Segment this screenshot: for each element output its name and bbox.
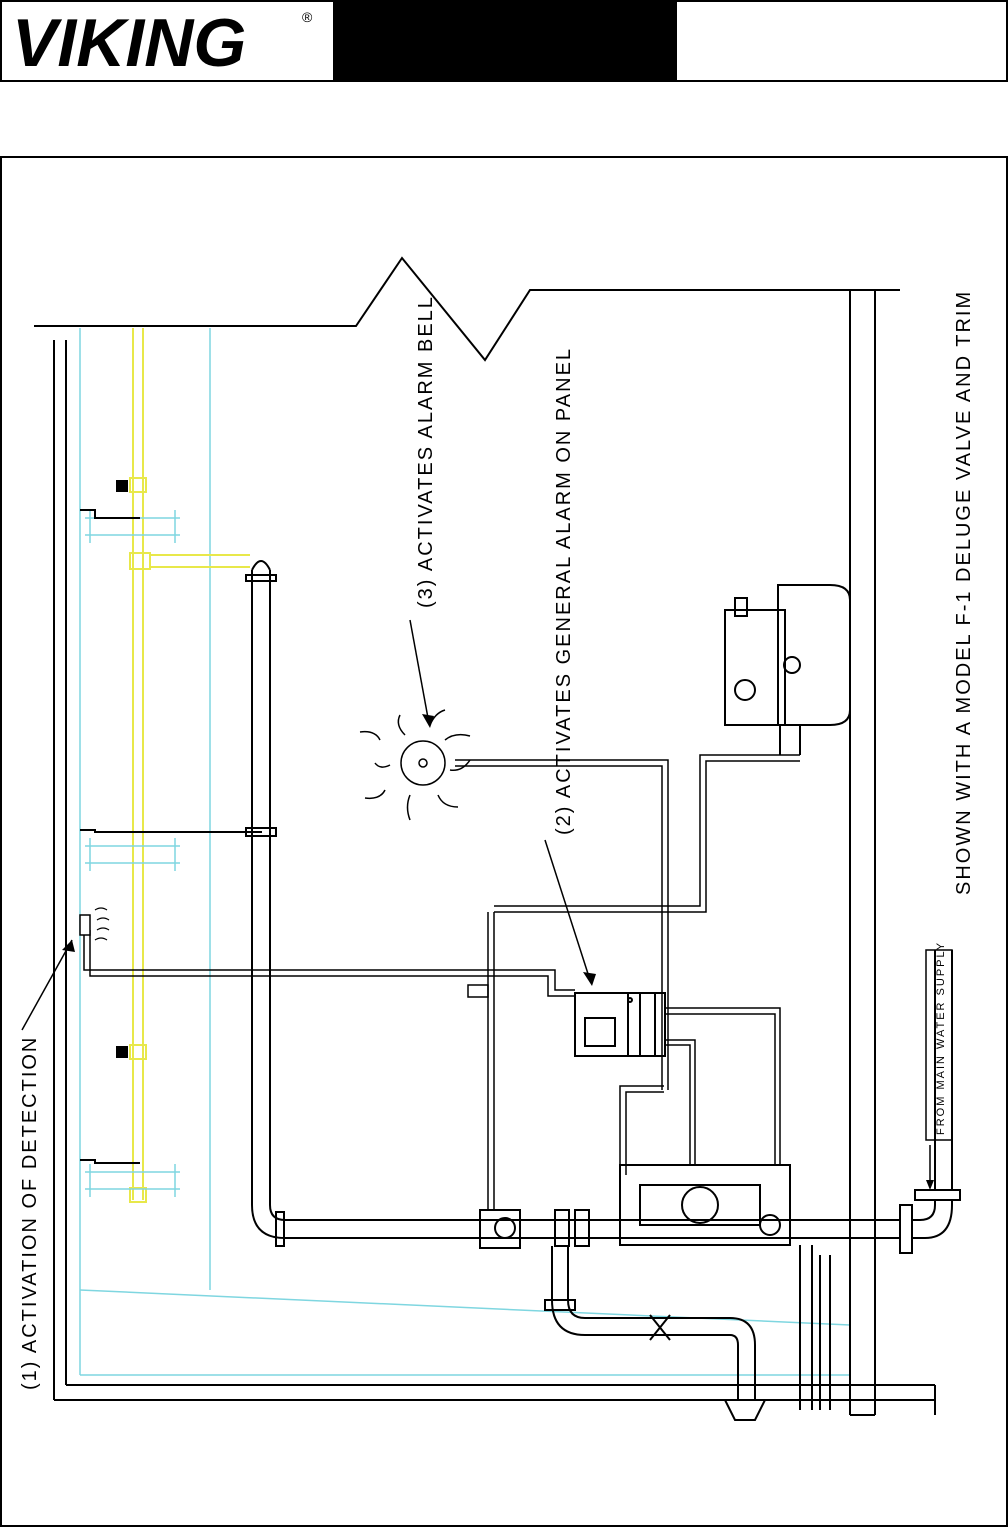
callout-detection: (1) ACTIVATION OF DETECTION <box>19 1036 41 1390</box>
sprinkler-branch-line <box>129 328 250 1203</box>
header-black-band <box>333 1 676 81</box>
callout-bell: (3) ACTIVATES ALARM BELL <box>415 295 437 608</box>
drain-line <box>544 1246 767 1421</box>
registered-mark: ® <box>302 9 313 25</box>
pipe-hangers <box>80 509 262 1164</box>
air-compressor <box>724 584 851 755</box>
callout-leaders <box>21 619 931 1185</box>
sprinkler-head-icon <box>116 1046 128 1058</box>
deluge-valve-assembly <box>479 950 961 1410</box>
header-bar: VIKING ® <box>0 0 1008 82</box>
alarm-bell-icon <box>359 709 471 821</box>
viking-logo: VIKING ® <box>12 5 313 81</box>
heat-waves <box>94 907 110 941</box>
drawing-frame <box>0 156 1008 1527</box>
sprinkler-head-icon <box>116 480 128 492</box>
building-walls <box>34 256 936 1416</box>
alarm-panel <box>574 992 666 1057</box>
trim-lines <box>455 754 800 1210</box>
callout-panel: (2) ACTIVATES GENERAL ALARM ON PANEL <box>553 347 575 835</box>
sprinkler-heads <box>116 480 128 1058</box>
detection-wiring <box>79 914 575 997</box>
water-supply-label: FROM MAIN WATER SUPPLY <box>925 941 953 1141</box>
water-supply-text: FROM MAIN WATER SUPPLY <box>935 941 947 1135</box>
brand-wordmark: VIKING <box>12 5 246 81</box>
feed-main-pipe <box>245 560 520 1247</box>
caption: SHOWN WITH A MODEL F-1 DELUGE VALVE AND … <box>953 290 975 895</box>
arrow-heads <box>62 714 934 1190</box>
